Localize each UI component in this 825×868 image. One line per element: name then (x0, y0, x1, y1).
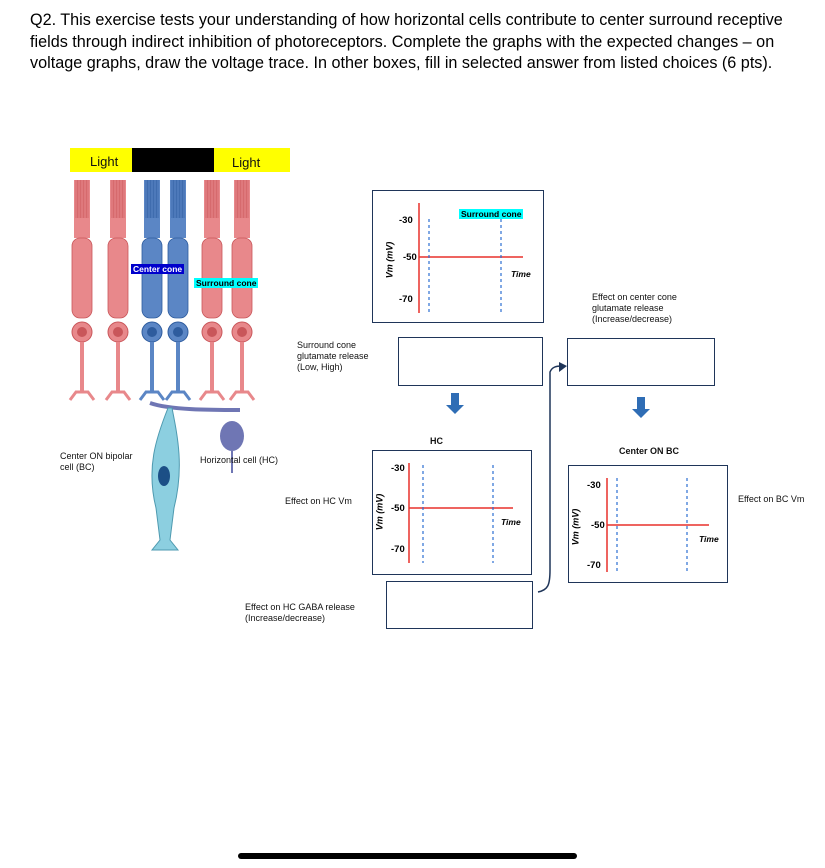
surround-tick-bottom: -70 (399, 294, 413, 305)
cone-inner-segment (167, 237, 189, 319)
connector-arrowhead (559, 362, 567, 372)
hc-plot (408, 463, 513, 563)
bc-tick-bottom: -70 (587, 560, 601, 571)
surround-glutamate-prompt: Surround cone glutamate release (Low, Hi… (297, 340, 369, 372)
hc-tick-bottom: -70 (391, 544, 405, 555)
bc-label: Center ON bipolar cell (BC) (60, 451, 133, 472)
bc-graph-title: Center ON BC (619, 446, 680, 456)
cone-terminal (138, 390, 166, 401)
bc-graph: -30 -50 -70 Vm (mV) Time (568, 465, 728, 583)
light-bar-right (214, 148, 290, 172)
bc-vm-prompt: Effect on BC Vm (738, 494, 805, 504)
cone-inner-segment (71, 237, 93, 319)
hc-tick-top: -30 (391, 463, 405, 474)
surround-tick-top: -30 (399, 215, 413, 226)
light-left-label: Light (90, 154, 119, 169)
hc-soma (220, 421, 244, 451)
surround-glutamate-answer-box[interactable] (398, 337, 543, 386)
bc-plot (606, 478, 709, 572)
hc-ylabel: Vm (mV) (374, 493, 385, 531)
center-glutamate-answer-box[interactable] (567, 338, 715, 386)
retina-diagram: Light Light Center cone Surround cone (60, 148, 300, 558)
center-glutamate-prompt: Effect on center cone glutamate release … (592, 292, 677, 324)
bc-tick-mid: -50 (591, 520, 605, 531)
surround-xlabel: Time (511, 269, 531, 279)
dark-bar (132, 148, 214, 172)
question-text: Q2. This exercise tests your understandi… (30, 11, 783, 72)
bc-tick-top: -30 (587, 480, 601, 491)
hc-label: Horizontal cell (HC) (200, 455, 279, 465)
surround-cone-plot (418, 203, 523, 313)
cone-terminal (164, 390, 192, 401)
cone-terminal (198, 390, 226, 401)
bc-ylabel: Vm (mV) (570, 508, 581, 546)
bc-nucleus (158, 466, 170, 486)
home-indicator[interactable] (238, 853, 577, 859)
retina-illustration (68, 148, 290, 551)
hc-gaba-answer-box[interactable] (386, 581, 533, 629)
surround-cone-tag: Surround cone (194, 278, 259, 288)
hc-tick-mid: -50 (391, 503, 405, 514)
hc-gaba-prompt: Effect on HC GABA release (Increase/decr… (245, 602, 355, 623)
light-right-label: Light (232, 155, 261, 170)
down-arrow-2 (632, 397, 650, 418)
center-cone-tag: Center cone (131, 264, 185, 274)
cone-terminal (68, 390, 96, 401)
surround-cone-graph: -30 -50 -70 Vm (mV) Time Surround cone (372, 190, 544, 323)
cone-terminal (104, 390, 132, 401)
light-bar-left (70, 148, 132, 172)
cone-terminal (228, 390, 256, 401)
surround-tick-mid: -50 (403, 252, 417, 263)
surround-graph-tag: Surround cone (459, 209, 524, 219)
hc-graph-title: HC (430, 436, 443, 446)
cone-inner-segment (141, 237, 163, 319)
connector-line (537, 365, 563, 593)
cone-inner-segment (107, 237, 129, 319)
hc-vm-prompt: Effect on HC Vm (285, 496, 352, 506)
hc-xlabel: Time (501, 517, 521, 527)
hc-graph: -30 -50 -70 Vm (mV) Time (372, 450, 532, 575)
down-arrow-1 (446, 393, 464, 414)
bc-xlabel: Time (699, 534, 719, 544)
